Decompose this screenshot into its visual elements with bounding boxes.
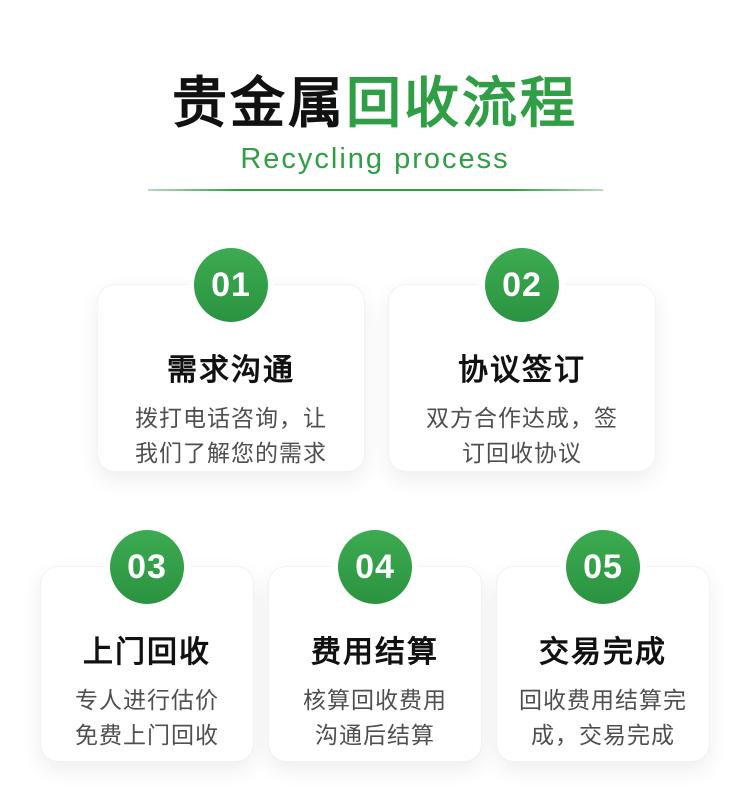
step-title-1: 需求沟通 — [167, 354, 295, 387]
step-desc-5-line2: 成，交易完成 — [531, 721, 675, 748]
step-card-5: 05 交易完成 回收费用结算完 成，交易完成 — [496, 530, 710, 762]
step-desc-3: 专人进行估价 免费上门回收 — [41, 683, 253, 752]
step-title-5: 交易完成 — [539, 636, 667, 669]
header-divider-line — [148, 189, 603, 191]
step-number-badge-2: 02 — [485, 248, 559, 322]
step-title-4: 费用结算 — [311, 636, 439, 669]
page-title: 贵金属回收流程 — [0, 58, 750, 138]
step-desc-3-line2: 免费上门回收 — [75, 721, 219, 748]
step-desc-2-line1: 双方合作达成，签 — [426, 405, 618, 431]
step-desc-4-line2: 沟通后结算 — [315, 721, 435, 748]
step-number-badge-3: 03 — [110, 530, 184, 604]
step-number-badge-4: 04 — [338, 530, 412, 604]
page-subtitle: Recycling process — [240, 143, 510, 175]
step-title-2: 协议签订 — [458, 354, 586, 387]
step-desc-1: 拨打电话咨询，让 我们了解您的需求 — [98, 401, 364, 470]
step-desc-4-line1: 核算回收费用 — [303, 687, 447, 713]
step-card-2: 02 协议签订 双方合作达成，签 订回收协议 — [388, 248, 656, 472]
page-title-black: 贵金属 — [171, 72, 346, 134]
step-desc-4: 核算回收费用 沟通后结算 — [269, 683, 481, 752]
step-desc-1-line2: 我们了解您的需求 — [135, 439, 327, 466]
step-card-1: 01 需求沟通 拨打电话咨询，让 我们了解您的需求 — [97, 248, 365, 472]
step-title-3: 上门回收 — [83, 636, 211, 669]
step-card-4: 04 费用结算 核算回收费用 沟通后结算 — [268, 530, 482, 762]
step-number-badge-1: 01 — [194, 248, 268, 322]
step-desc-1-line1: 拨打电话咨询，让 — [135, 405, 327, 431]
step-desc-3-line1: 专人进行估价 — [75, 687, 219, 713]
step-desc-5: 回收费用结算完 成，交易完成 — [497, 683, 709, 752]
step-number-badge-5: 05 — [566, 530, 640, 604]
step-card-3: 03 上门回收 专人进行估价 免费上门回收 — [40, 530, 254, 762]
step-desc-2: 双方合作达成，签 订回收协议 — [389, 401, 655, 470]
step-desc-5-line1: 回收费用结算完 — [519, 687, 687, 713]
page-title-green: 回收流程 — [346, 72, 579, 134]
step-desc-2-line2: 订回收协议 — [462, 439, 582, 466]
